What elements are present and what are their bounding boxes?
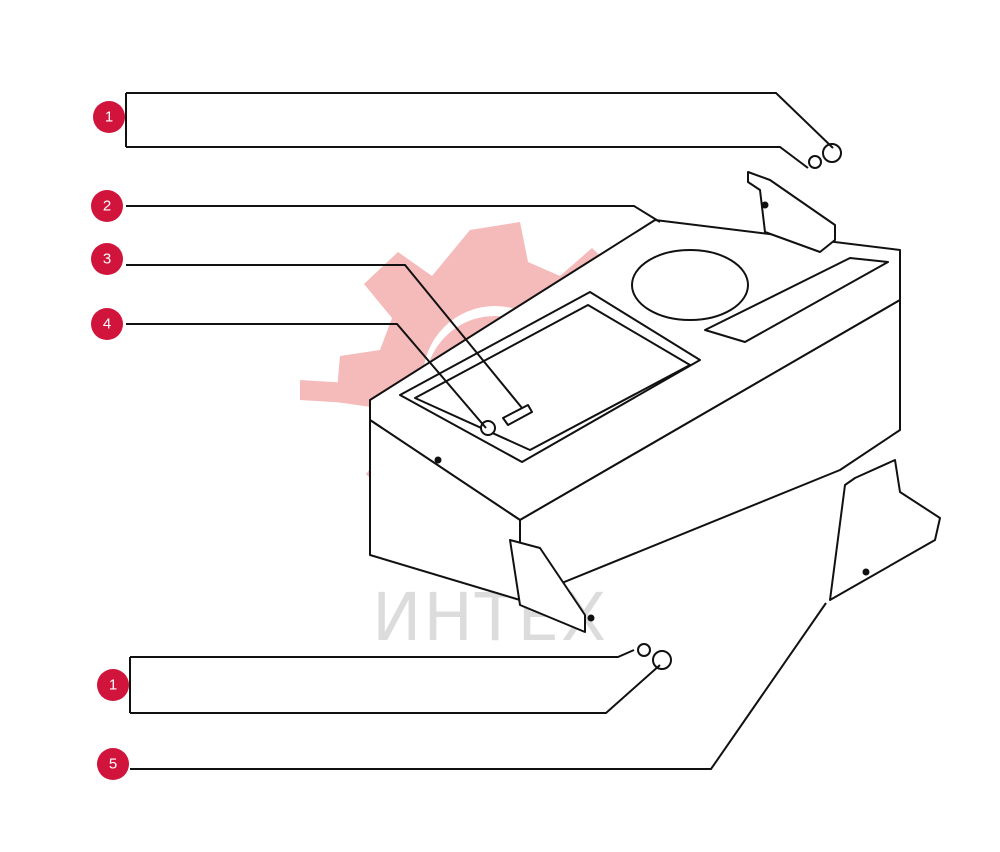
leader-3 bbox=[126, 264, 523, 409]
leader-4 bbox=[126, 323, 487, 429]
leader-1a bbox=[125, 92, 834, 169]
callout-1b-label: 1 bbox=[109, 677, 117, 694]
leader-2 bbox=[126, 205, 661, 223]
callout-2[interactable]: 2 bbox=[91, 190, 123, 222]
callout-2-label: 2 bbox=[103, 198, 111, 215]
callout-5-label: 5 bbox=[109, 756, 117, 773]
callout-4[interactable]: 4 bbox=[91, 308, 123, 340]
leader-lines bbox=[125, 92, 834, 770]
callout-4-label: 4 bbox=[103, 316, 111, 333]
console-drawing bbox=[369, 143, 941, 670]
callout-3[interactable]: 3 bbox=[91, 243, 123, 275]
leader-1b bbox=[129, 649, 661, 714]
leader-5 bbox=[130, 602, 827, 770]
callout-3-label: 3 bbox=[103, 251, 111, 268]
callout-5[interactable]: 5 bbox=[97, 748, 129, 780]
callout-1a-label: 1 bbox=[105, 109, 113, 126]
callout-1b[interactable]: 1 bbox=[97, 669, 129, 701]
callout-1a[interactable]: 1 bbox=[93, 101, 125, 133]
